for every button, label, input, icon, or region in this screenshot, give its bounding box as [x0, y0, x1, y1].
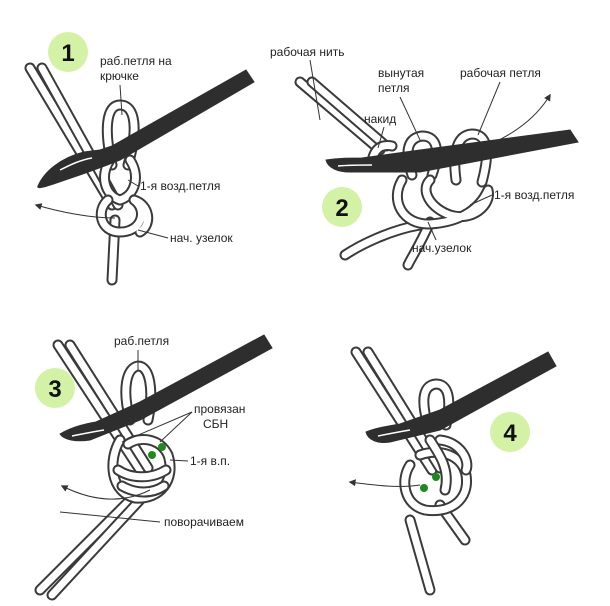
svg-text:нач.узелок: нач.узелок [412, 241, 472, 255]
label-start-knot: нач. узелок [137, 229, 233, 245]
label-sc-worked: провязан СБН [121, 402, 245, 443]
step-number: 4 [503, 420, 517, 447]
step-number: 3 [48, 376, 61, 403]
label-working-loop: рабочая петля [460, 66, 541, 136]
crochet-hook [59, 334, 273, 442]
crochet-hook [37, 69, 255, 189]
panel-1: 1 раб.петля на крючке [24, 32, 255, 286]
label-first-chain: 1-я возд.петля [469, 188, 574, 206]
yarn [24, 62, 154, 286]
svg-text:поворачиваем: поворачиваем [164, 515, 244, 529]
step-number: 1 [61, 40, 74, 67]
yarn [350, 346, 473, 596]
svg-text:раб.петля: раб.петля [114, 334, 169, 348]
svg-text:1-я возд.петля: 1-я возд.петля [494, 188, 574, 202]
svg-text:крючке: крючке [100, 69, 139, 83]
step-number: 2 [335, 195, 348, 222]
step-badge [48, 32, 88, 72]
yarn [294, 76, 494, 271]
yarn [34, 339, 176, 601]
label-turn: поворачиваем [59, 511, 244, 529]
panel-3: 3 раб.петля провязан СБН [34, 334, 273, 601]
direction-arrow [34, 203, 116, 219]
svg-text:рабочая петля: рабочая петля [460, 66, 541, 80]
panel-2: 2 рабочая нить вынут [270, 45, 579, 271]
label-pulled-loop: вынутая петля [378, 66, 424, 141]
panel-4: 4 [348, 346, 557, 596]
label-first-chain: 1-я возд.петля [127, 179, 220, 193]
stitch-dot [432, 473, 440, 481]
direction-arrow [494, 93, 551, 143]
svg-text:накид: накид [364, 112, 396, 126]
stitch-dot [158, 443, 166, 451]
svg-text:раб.петля на: раб.петля на [100, 54, 172, 68]
svg-text:1-я возд.петля: 1-я возд.петля [140, 179, 220, 193]
stitch-dot [420, 484, 428, 492]
label-first-ch: 1-я в.п. [169, 454, 230, 468]
label-yarn-over: накид [364, 112, 396, 149]
direction-arrow [60, 485, 151, 500]
svg-text:петля: петля [378, 81, 410, 95]
label-working-yarn: рабочая нить [270, 45, 344, 121]
direction-arrow [348, 479, 421, 487]
svg-text:нач. узелок: нач. узелок [170, 231, 233, 245]
svg-text:СБН: СБН [203, 417, 228, 431]
crochet-hook [325, 129, 579, 173]
step-badge [35, 368, 75, 408]
svg-text:рабочая нить: рабочая нить [270, 45, 344, 59]
step-badge [322, 187, 362, 227]
label-working-loop-on-hook: раб.петля на крючке [100, 54, 172, 116]
crochet-hook [365, 351, 557, 443]
stitch-dot [148, 451, 156, 459]
label-working-loop: раб.петля [114, 334, 169, 370]
step-badge [490, 412, 530, 452]
svg-text:1-я в.п.: 1-я в.п. [190, 454, 230, 468]
svg-text:вынутая: вынутая [378, 66, 424, 80]
label-start-knot: нач.узелок [412, 221, 472, 255]
svg-text:провязан: провязан [194, 402, 245, 416]
